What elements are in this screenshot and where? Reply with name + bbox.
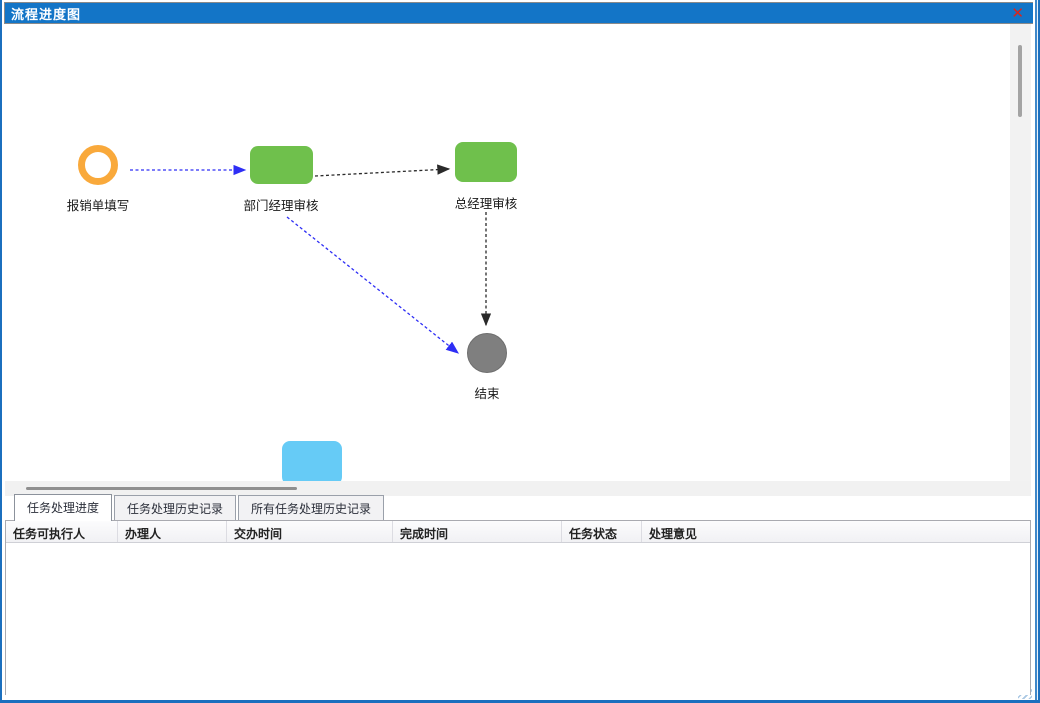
start-node-label: 报销单填写 — [66, 199, 130, 213]
task-table: 任务可执行人 办理人 交办时间 完成时间 任务状态 处理意见 — [5, 520, 1031, 695]
titlebar[interactable]: 流程进度图 ✕ — [4, 2, 1034, 24]
window-border-bottom — [0, 700, 1040, 703]
end-node-label: 结束 — [474, 387, 500, 401]
close-icon[interactable]: ✕ — [1011, 4, 1024, 22]
task-node-dept-manager-review — [250, 146, 313, 184]
column-header-complete-time[interactable]: 完成时间 — [392, 521, 561, 542]
tab-task-history[interactable]: 任务处理历史记录 — [114, 495, 237, 520]
column-header-assign-time[interactable]: 交办时间 — [226, 521, 392, 542]
flow-edges — [130, 164, 492, 354]
tab-all-task-history[interactable]: 所有任务处理历史记录 — [238, 495, 385, 520]
column-header-executor[interactable]: 任务可执行人 — [13, 527, 86, 541]
horizontal-scrollbar[interactable] — [5, 481, 1031, 496]
table-body — [6, 543, 1030, 695]
table-header-row: 任务可执行人 办理人 交办时间 完成时间 任务状态 处理意见 — [6, 521, 1030, 543]
end-node — [467, 333, 507, 373]
window-border-left — [0, 0, 4, 703]
vertical-scrollbar[interactable] — [1010, 24, 1031, 481]
edge-dept-to-end — [286, 216, 460, 354]
column-header-task-status[interactable]: 任务状态 — [561, 521, 641, 542]
start-node — [78, 145, 118, 185]
column-header-handler[interactable]: 办理人 — [117, 521, 226, 542]
window-title: 流程进度图 — [11, 6, 82, 22]
task-node-dept-manager-label: 部门经理审核 — [243, 199, 319, 213]
window-border-right — [1033, 0, 1040, 703]
offscreen-task-node — [282, 441, 342, 481]
tab-bar: 任务处理进度 任务处理历史记录 所有任务处理历史记录 — [5, 494, 1031, 521]
horizontal-scrollbar-thumb[interactable] — [26, 487, 297, 490]
task-node-general-manager-review — [455, 142, 517, 182]
task-node-general-manager-label: 总经理审核 — [454, 197, 518, 211]
vertical-scrollbar-thumb[interactable] — [1018, 45, 1022, 117]
tab-task-progress[interactable]: 任务处理进度 — [14, 494, 113, 521]
edge-dept-to-gm — [314, 164, 451, 177]
flow-canvas: 报销单填写 部门经理审核 总经理审核 结束 — [5, 24, 1010, 481]
column-header-opinion[interactable]: 处理意见 — [641, 521, 1030, 542]
